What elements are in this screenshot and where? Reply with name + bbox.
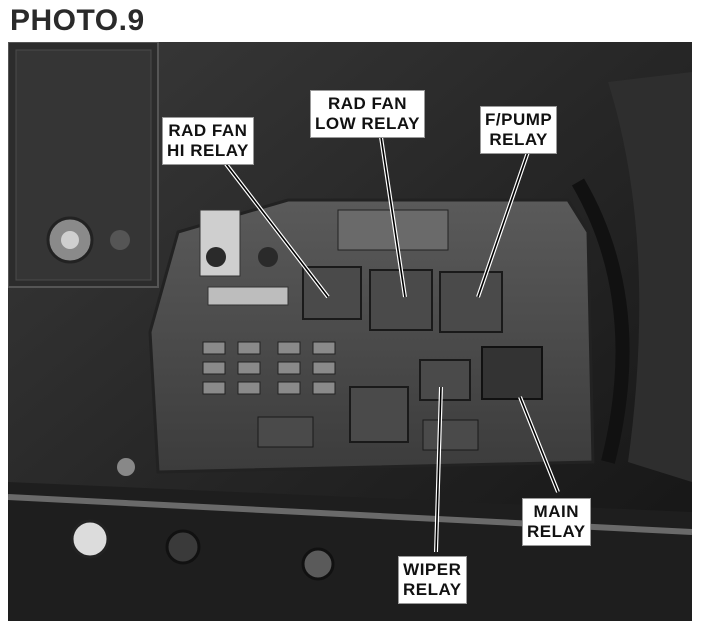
callout-line: LOW RELAY [315,114,420,133]
box-mount-bolt [117,458,135,476]
fuse-box [148,198,595,474]
callout-line: RELAY [489,130,548,149]
relay-rad-fan-hi [302,266,362,320]
frame-bolt-left [70,519,110,559]
callout-line: RAD FAN [327,94,407,113]
relay-fpump [439,271,503,333]
photo-title: PHOTO.9 [10,4,145,37]
frame-bolt-mid [165,529,201,565]
hose-curve [571,178,630,464]
leader-lines-inner [225,136,559,553]
callout-main-relay: MAIN RELAY [522,498,591,546]
callout-line: RAD FAN [168,121,248,140]
relay-wiper [419,359,471,401]
relay-main [481,346,543,400]
relay-bottom-left [257,416,314,448]
callout-rad-fan-hi-relay: RAD FAN HI RELAY [162,117,254,165]
callout-rad-fan-low-relay: RAD FAN LOW RELAY [310,90,425,138]
callout-fpump-relay: F/PUMP RELAY [480,106,558,154]
hose-right [608,72,692,482]
callout-line: RELAY [527,522,586,541]
battery-terminal-bolt [61,231,79,249]
engine-bay-photo [8,42,692,621]
frame-bottom [8,482,692,621]
callout-line: WIPER [403,560,462,579]
callout-line: RELAY [403,580,462,599]
callout-line: F/PUMP [485,110,553,129]
callout-wiper-relay: WIPER RELAY [398,556,467,604]
callout-line: MAIN [533,502,579,521]
main-fuse [207,286,289,306]
relay-bottom-right [422,419,479,451]
frame-bolt-right [301,547,335,581]
battery-vent [110,230,130,250]
terminal-bolt-right [258,247,278,267]
relay-lower [349,386,409,443]
mini-fuses [202,341,336,395]
callout-line: HI RELAY [167,141,249,160]
terminal-bolt-left [206,247,226,267]
